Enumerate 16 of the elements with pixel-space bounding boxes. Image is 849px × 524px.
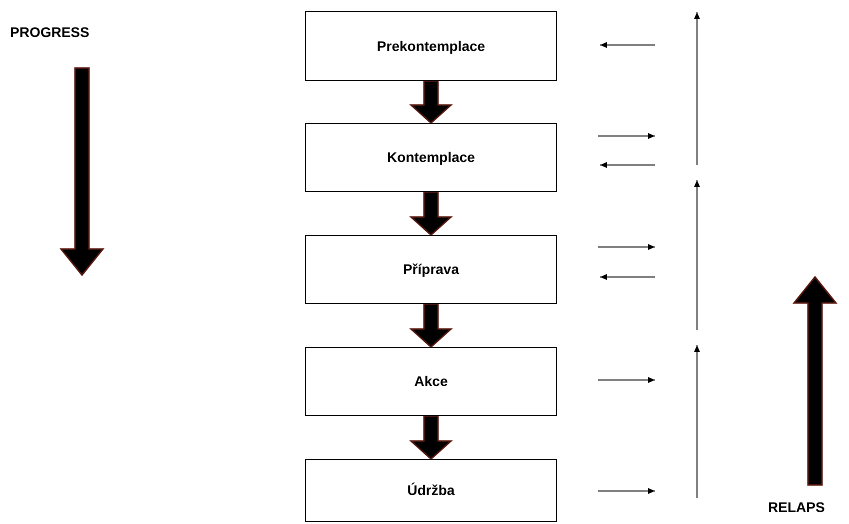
stage-label: Akce (414, 372, 448, 391)
thick-arrow (409, 415, 453, 460)
stage-box (305, 123, 557, 192)
arrow-caption: PROGRESS (10, 23, 90, 42)
stage-box (305, 347, 557, 416)
thick-arrow (409, 303, 453, 348)
stage-label: Příprava (402, 260, 460, 279)
stage-label: Prekontemplace (376, 36, 486, 56)
thick-arrow (409, 191, 453, 236)
stage-box (305, 235, 557, 304)
stage-box (305, 11, 557, 81)
stage-box (305, 459, 557, 522)
stage-label: Údržba (407, 481, 455, 500)
thick-arrow (409, 80, 453, 124)
arrow-caption: RELAPS (768, 498, 825, 517)
stage-label: Kontemplace (387, 148, 475, 167)
